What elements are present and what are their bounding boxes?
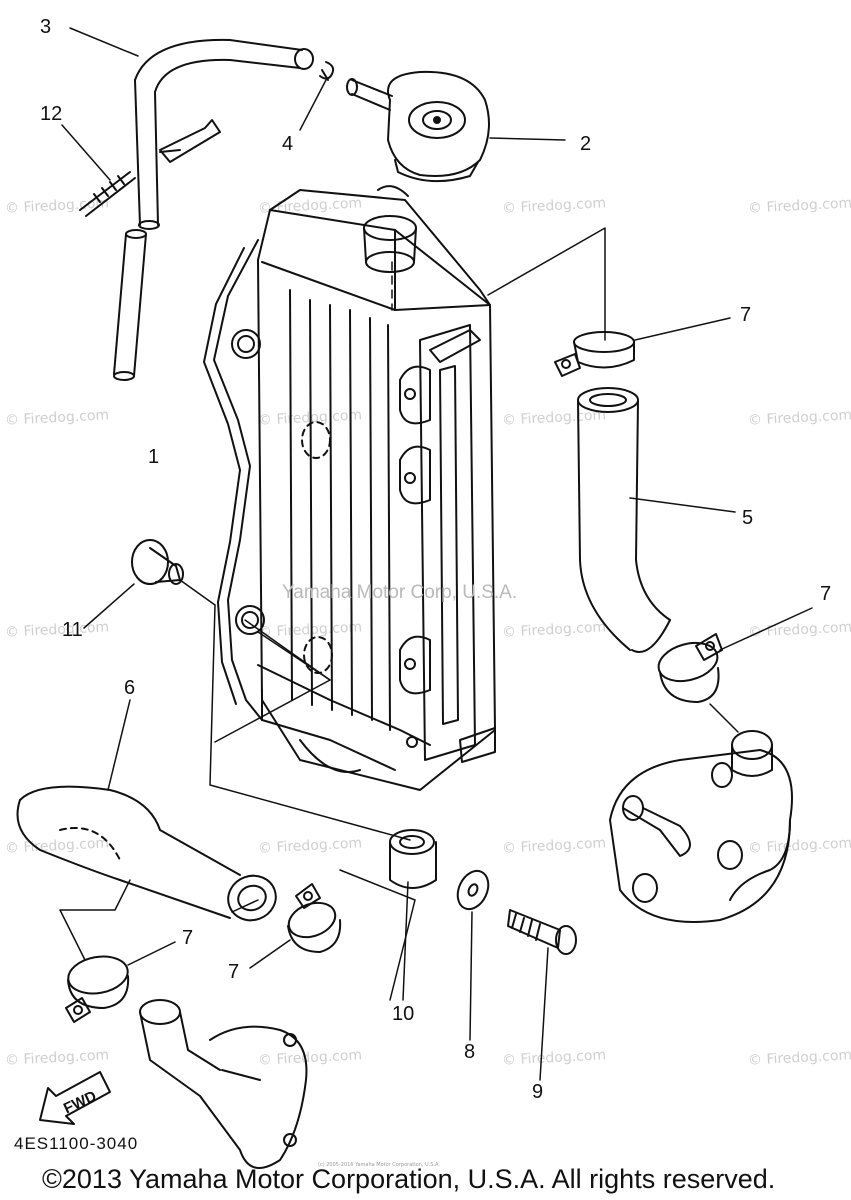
callout-7: 7 bbox=[228, 961, 240, 983]
callout-9: 9 bbox=[532, 1081, 544, 1103]
callout-3: 3 bbox=[40, 16, 52, 38]
cable-tie bbox=[61, 119, 221, 217]
water-pump-housing bbox=[609, 703, 793, 923]
fwd-arrow-icon bbox=[39, 1071, 111, 1125]
tiny-copyright: (c) 2005-2016 Yamaha Motor Corporation, … bbox=[318, 1162, 440, 1168]
callout-7: 7 bbox=[820, 583, 832, 605]
radiator-cap bbox=[346, 70, 566, 183]
callout-12: 12 bbox=[40, 103, 63, 125]
callout-4: 4 bbox=[282, 133, 294, 155]
callout-5: 5 bbox=[742, 507, 754, 529]
radiator bbox=[203, 185, 496, 791]
overflow-hose bbox=[69, 27, 314, 381]
bolt bbox=[507, 909, 577, 1081]
washer bbox=[456, 869, 490, 1041]
hose-clamp-lower-left bbox=[65, 941, 176, 1023]
callout-8: 8 bbox=[464, 1041, 476, 1063]
callout-6: 6 bbox=[124, 677, 136, 699]
center-watermark: Yamaha Motor Corp, U.S.A. bbox=[282, 582, 518, 603]
callout-2: 2 bbox=[580, 133, 592, 155]
callout-7: 7 bbox=[740, 304, 752, 326]
hose-clip bbox=[299, 61, 335, 131]
grommet bbox=[83, 539, 184, 629]
assembly-lines bbox=[59, 227, 606, 1001]
callout-10: 10 bbox=[392, 1003, 415, 1025]
water-pipe bbox=[139, 999, 308, 1169]
hose-clamp-upper bbox=[554, 317, 731, 377]
hose-clamp-lower-middle bbox=[249, 883, 342, 969]
radiator-hose-upper bbox=[577, 387, 736, 653]
radiator-hose-lower bbox=[16, 699, 277, 922]
copyright-notice: ©2013 Yamaha Motor Corporation, U.S.A. A… bbox=[42, 1164, 776, 1194]
callout-1: 1 bbox=[148, 446, 160, 468]
callout-7: 7 bbox=[182, 927, 194, 949]
hose-clamp-right bbox=[657, 607, 813, 703]
diagram-code: 4ES1100-3040 bbox=[14, 1134, 139, 1153]
callout-11: 11 bbox=[62, 619, 83, 641]
